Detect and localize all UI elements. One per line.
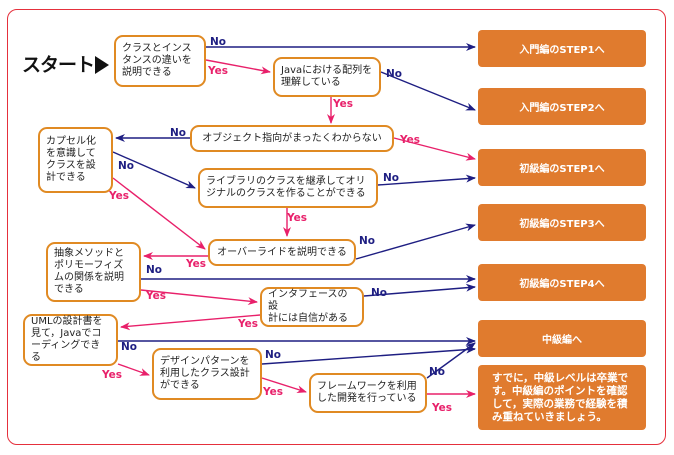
connector-q10-to-q11 [261,377,307,394]
connector-q11-to-r6 [426,342,476,379]
edge-label-yes: Yes [287,212,308,224]
question-oop-unknown: オブジェクト指向がまったくわからない [190,125,394,152]
connector-q8-to-q9 [120,314,261,331]
connector-q4-to-q5 [112,151,196,189]
edge-label-no: No [118,160,135,172]
connector-q6-to-r4 [355,223,476,260]
question-uml-coding: UMLの設計書を 見て，Javaでコ ーディングできる [23,314,118,366]
connector-q7-to-q8 [140,289,258,306]
connector-q10-to-r6 [261,345,476,365]
connector-q1-to-q2 [205,59,271,75]
result-beginner-step3[interactable]: 初級編のSTEP3へ [478,204,646,241]
edge-label-no: No [371,287,388,299]
edge-label-yes: Yes [146,290,167,302]
connector-q5-to-r3 [377,174,476,186]
result-beginner-step1[interactable]: 初級編のSTEP1へ [478,149,646,186]
connector-q9-to-q10 [117,363,150,376]
question-interface-design: インタフェースの設 計には自信がある [260,287,364,327]
result-intermediate[interactable]: 中級編へ [478,320,646,357]
edge-label-yes: Yes [186,258,207,270]
result-graduated-message[interactable]: すでに，中級レベルは卒業で す。中級編のポイントを確認 して，実際の業務で経験を… [478,365,646,430]
edge-label-no: No [383,172,400,184]
edge-label-no: No [429,366,446,378]
question-encapsulation: カプセル化 を意識して クラスを設 計できる [38,127,113,193]
question-class-instance: クラスとインス タンスの違いを 説明できる [114,35,206,87]
edge-label-yes: Yes [333,98,354,110]
question-design-pattern: デザインパターンを 利用したクラス設計 ができる [152,348,262,400]
connector-q4-to-q6 [112,177,206,250]
connector-q8-to-r5 [363,283,476,297]
start-arrow-icon [95,56,110,74]
edge-label-no: No [359,235,376,247]
edge-label-no: No [170,127,187,139]
start-label: スタート [22,54,95,76]
edge-label-yes: Yes [238,318,259,330]
question-override: オーバーライドを説明できる [208,239,356,266]
edge-label-no: No [146,264,163,276]
question-library-inherit: ライブラリのクラスを継承してオリ ジナルのクラスを作ることができる [198,168,378,208]
result-intro-step2[interactable]: 入門編のSTEP2へ [478,88,646,125]
edge-label-yes: Yes [208,65,229,77]
connector-q2-to-r2 [380,71,476,111]
edge-label-no: No [210,36,227,48]
edge-label-yes: Yes [432,402,453,414]
edge-label-yes: Yes [102,369,123,381]
question-java-array: Javaにおける配列を 理解している [273,57,381,97]
edge-label-no: No [265,349,282,361]
edge-label-no: No [121,341,138,353]
edge-label-no: No [386,68,403,80]
diagram-frame [7,9,666,445]
result-intro-step1[interactable]: 入門編のSTEP1へ [478,30,646,67]
question-abstract-polymorphism: 抽象メソッドと ポリモーフィズ ムの関係を説明 できる [46,242,141,302]
question-framework: フレームワークを利用 した開発を行っている [309,373,427,413]
edge-label-yes: Yes [263,386,284,398]
result-beginner-step4[interactable]: 初級編のSTEP4へ [478,264,646,301]
connector-q3-to-r3 [393,137,476,161]
edge-label-yes: Yes [109,190,130,202]
start-marker: スタート [22,50,110,77]
edge-label-yes: Yes [400,134,421,146]
